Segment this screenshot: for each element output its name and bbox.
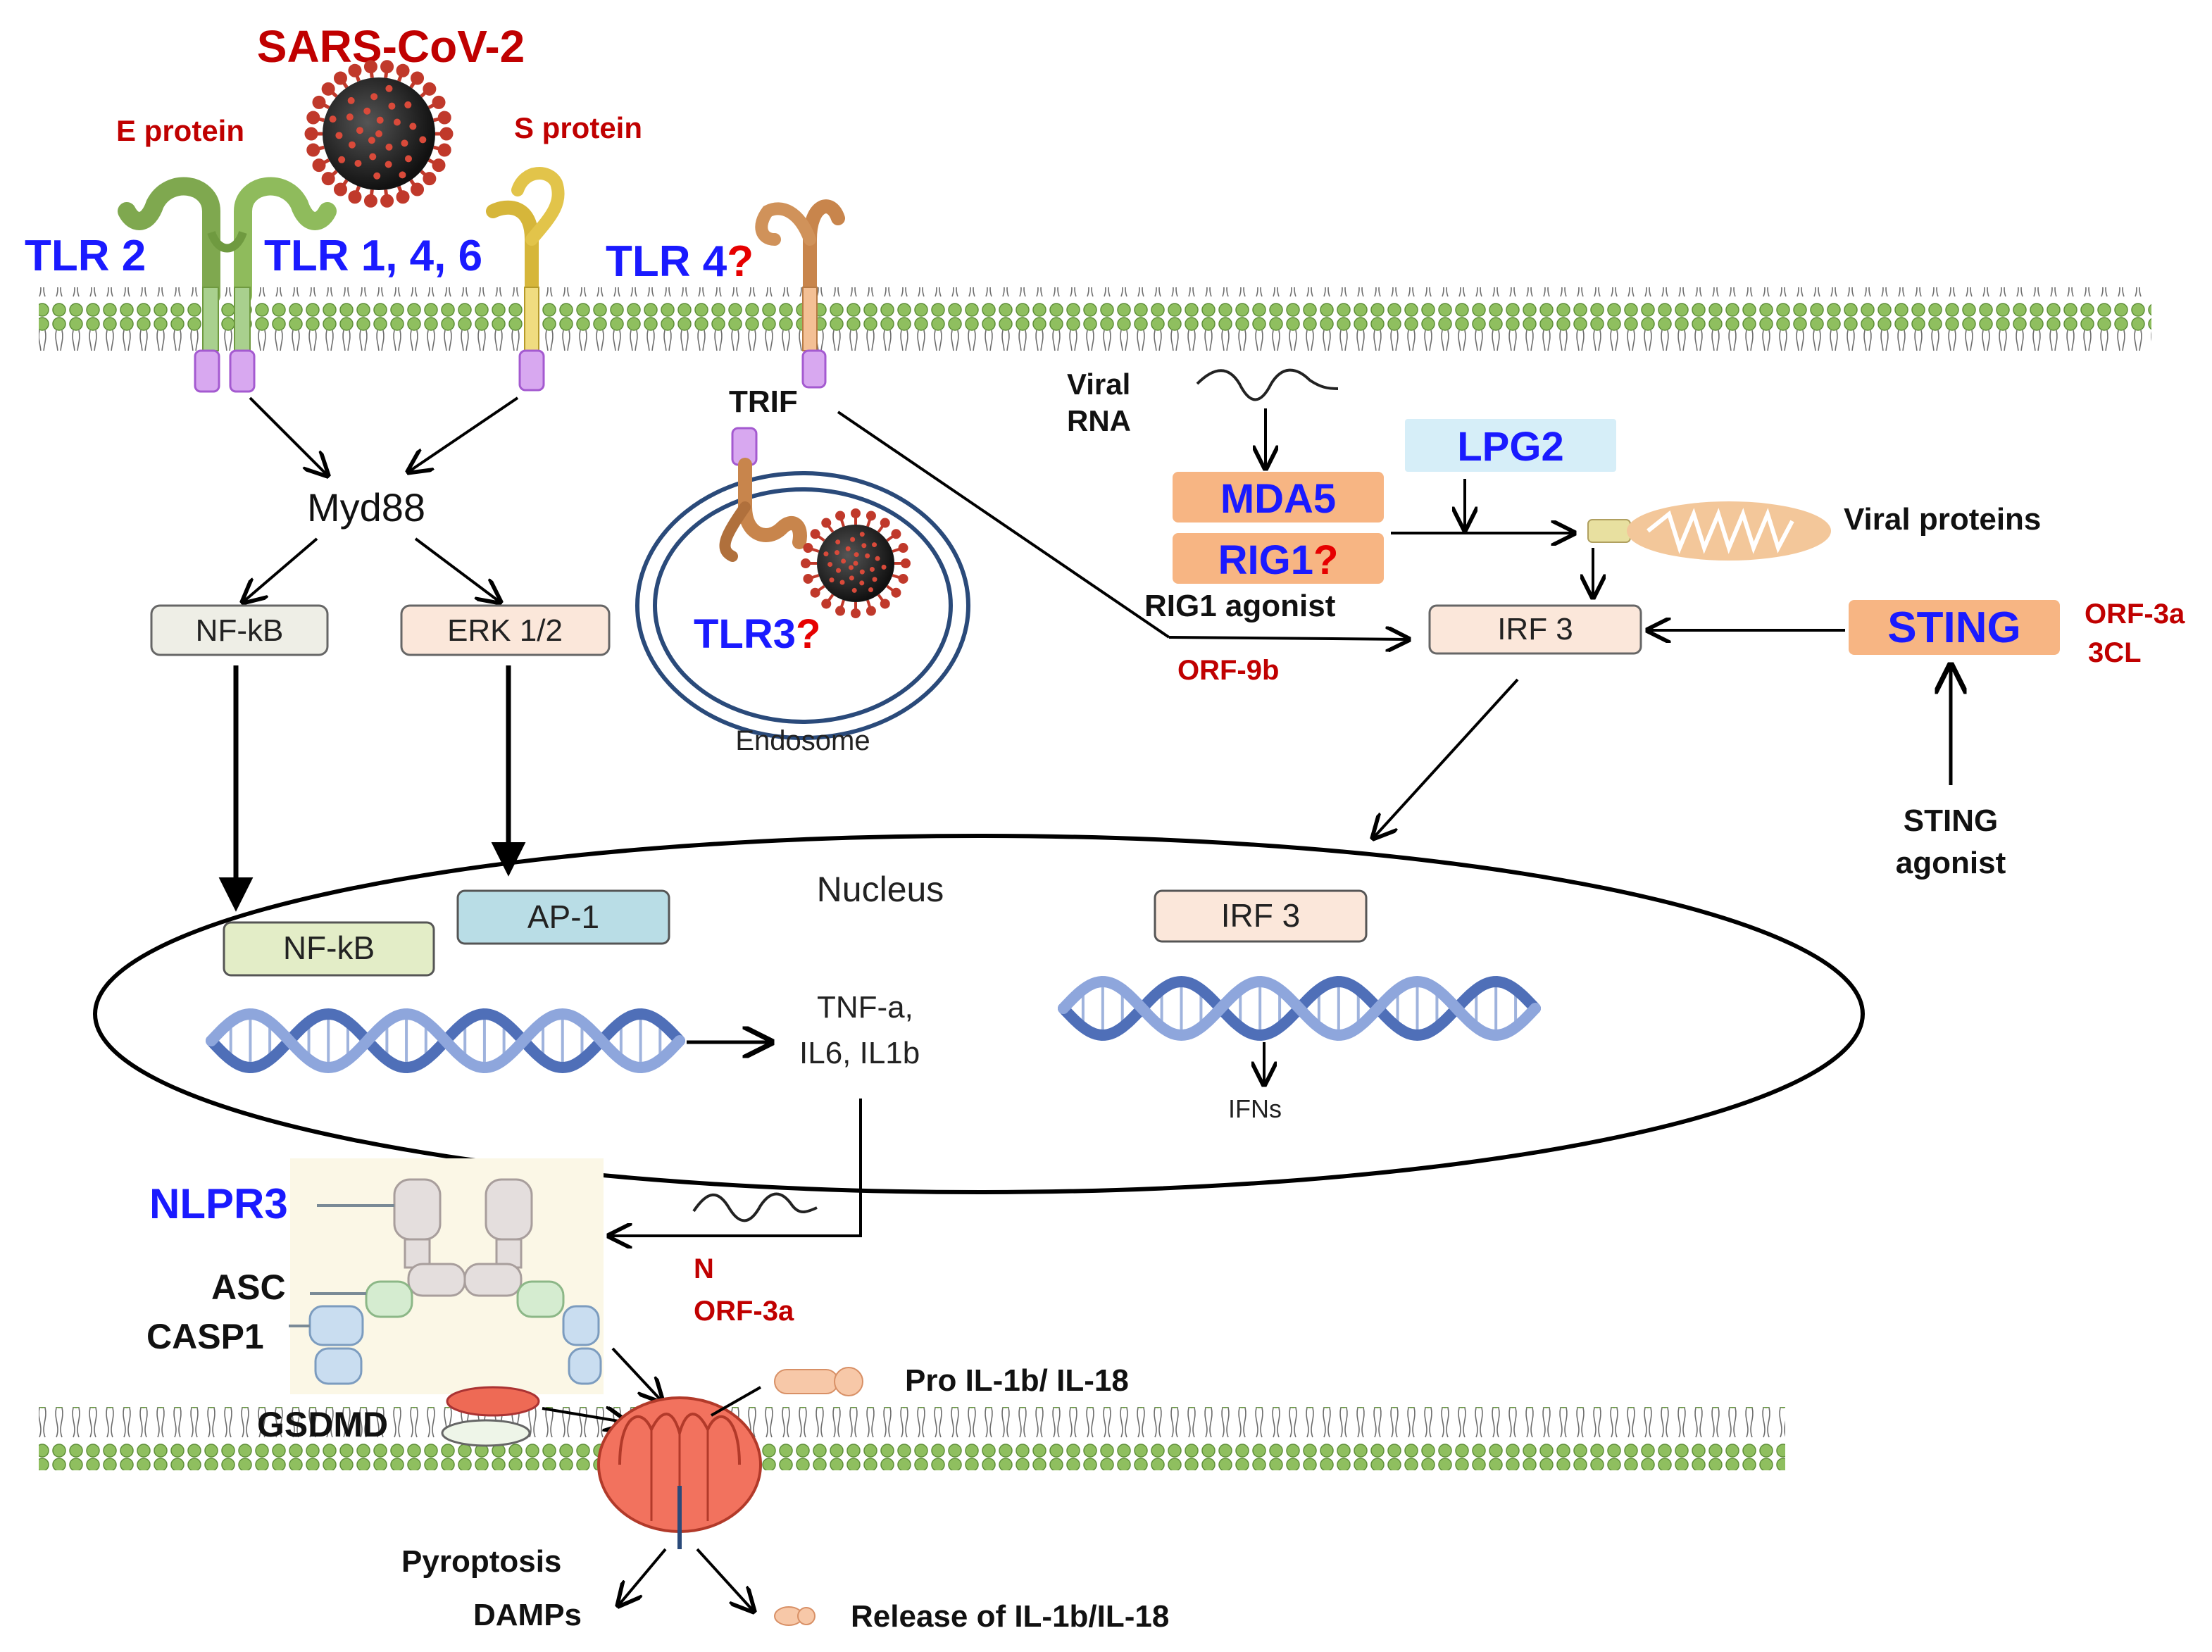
mda5-label: MDA5 bbox=[1220, 476, 1336, 522]
ap1-label: AP-1 bbox=[527, 899, 599, 935]
arrow-gsdmd-pore bbox=[542, 1408, 627, 1422]
arrow-tlr1-myd88 bbox=[408, 396, 519, 472]
cytokines-label-2: IL6, IL1b bbox=[799, 1036, 920, 1070]
tlr3-question-mark: ? bbox=[796, 611, 820, 657]
line-pro-il-to-pore bbox=[711, 1386, 761, 1417]
irf3-label: IRF 3 bbox=[1497, 612, 1573, 646]
release-label: Release of IL-1b/IL-18 bbox=[851, 1599, 1169, 1634]
mda5-box bbox=[1173, 472, 1384, 522]
sting-3cl-label: 3CL bbox=[2088, 637, 2142, 668]
arrow-pore-release bbox=[696, 1548, 754, 1611]
arrow-pore-damps bbox=[618, 1548, 667, 1606]
arrow-inflammasome-pore bbox=[611, 1347, 662, 1401]
endosome-label: Endosome bbox=[735, 725, 870, 756]
svg-text:TLR3?: TLR3? bbox=[694, 611, 820, 657]
mature-il-1b-icon bbox=[774, 1606, 816, 1626]
arrow-irf3-nucleus bbox=[1373, 678, 1519, 838]
lpg2-label: LPG2 bbox=[1457, 424, 1564, 470]
cell-membrane-top bbox=[39, 287, 2151, 351]
sars-cov-2-virus-icon bbox=[304, 60, 454, 208]
rig1-agonist-label: RIG1 agonist bbox=[1144, 589, 1336, 623]
n-label: N bbox=[694, 1253, 714, 1284]
myd88-label: Myd88 bbox=[307, 485, 425, 530]
arrow-myd88-nfkb bbox=[243, 537, 318, 602]
tlr2-label: TLR 2 bbox=[25, 232, 146, 280]
cytokines-label-1: TNF-a, bbox=[817, 990, 913, 1025]
tlr4-label: TLR 4 bbox=[606, 237, 727, 286]
pro-il-1b-icon bbox=[774, 1367, 863, 1396]
cell-membrane-bottom bbox=[39, 1407, 1785, 1470]
tlr3-receptor-icon bbox=[719, 427, 807, 562]
endosome-virus-icon bbox=[801, 508, 911, 618]
inflammasome-complex-icon bbox=[308, 1178, 602, 1385]
arrow-myd88-erk bbox=[414, 537, 500, 602]
ifns-label: IFNs bbox=[1228, 1094, 1282, 1123]
dna-helix-left-icon bbox=[206, 1008, 685, 1074]
orf9b-label: ORF-9b bbox=[1177, 655, 1279, 686]
viral-rna-label-1: Viral bbox=[1067, 368, 1130, 401]
endosome bbox=[635, 471, 970, 740]
tlr4-receptor-icon bbox=[755, 199, 845, 389]
lpg2-box bbox=[1405, 419, 1616, 472]
dna-helix-right-icon bbox=[1058, 975, 1541, 1041]
nucleus-irf3-label: IRF 3 bbox=[1221, 897, 1300, 934]
pro-il-label: Pro IL-1b/ IL-18 bbox=[905, 1363, 1129, 1398]
svg-text:RIG1?: RIG1? bbox=[1218, 537, 1339, 583]
erk-label: ERK 1/2 bbox=[447, 613, 563, 648]
inflammasome-orf3a-label: ORF-3a bbox=[694, 1296, 794, 1327]
pyroptosis-label: Pyroptosis bbox=[401, 1544, 561, 1579]
gsdmd-icon bbox=[441, 1386, 540, 1447]
rig1-label: RIG1 bbox=[1218, 537, 1313, 583]
sting-box bbox=[1849, 600, 2060, 655]
nfkb-label: NF-kB bbox=[196, 613, 284, 648]
nucleus-irf3-box bbox=[1154, 889, 1368, 943]
sting-agonist-label-1: STING bbox=[1904, 803, 1998, 838]
tlr1-receptor-icon bbox=[486, 167, 565, 392]
nucleus-nfkb-box bbox=[223, 921, 435, 977]
mitochondria-icon bbox=[1587, 501, 1831, 561]
trif-label: TRIF bbox=[729, 384, 798, 419]
sting-agonist-label-2: agonist bbox=[1896, 846, 2006, 880]
nfkb-box bbox=[150, 604, 329, 656]
gsdmd-label: GSDMD bbox=[257, 1405, 388, 1444]
gasdermin-pore-icon bbox=[597, 1396, 762, 1549]
rig1-question-mark: ? bbox=[1313, 537, 1338, 583]
erk-box bbox=[400, 604, 611, 656]
nucleus-label: Nucleus bbox=[817, 870, 944, 909]
svg-text:TLR 4?: TLR 4? bbox=[606, 237, 754, 286]
asc-label: ASC bbox=[211, 1268, 286, 1307]
arrow-cytokines-inflammasome bbox=[609, 1099, 862, 1236]
nlpr3-label: NLPR3 bbox=[149, 1180, 288, 1227]
viral-rna-n-icon bbox=[692, 1192, 818, 1222]
nucleus bbox=[93, 834, 1865, 1194]
tlr2-receptor-icon bbox=[118, 177, 337, 393]
tlr146-label: TLR 1, 4, 6 bbox=[264, 232, 482, 280]
viral-rna-icon bbox=[1196, 368, 1339, 401]
sting-orf3a-label: ORF-3a bbox=[2085, 599, 2185, 630]
nucleus-nfkb-label: NF-kB bbox=[283, 930, 375, 966]
tlr4-question-mark: ? bbox=[727, 237, 754, 286]
arrow-trif-irf3 bbox=[837, 411, 1170, 639]
s-protein-label: S protein bbox=[514, 111, 642, 144]
irf3-box bbox=[1428, 604, 1642, 655]
casp1-label: CASP1 bbox=[146, 1317, 264, 1356]
arrow-tlr2-myd88 bbox=[249, 396, 327, 475]
viral-proteins-label: Viral proteins bbox=[1844, 502, 2041, 537]
tlr3-label: TLR3 bbox=[694, 611, 796, 657]
viral-rna-label-2: RNA bbox=[1067, 404, 1131, 437]
rig1-box bbox=[1173, 533, 1384, 584]
e-protein-label: E protein bbox=[116, 114, 244, 147]
ap1-box bbox=[456, 889, 670, 945]
sting-label: STING bbox=[1887, 603, 2020, 652]
damps-label: DAMPs bbox=[473, 1598, 582, 1632]
